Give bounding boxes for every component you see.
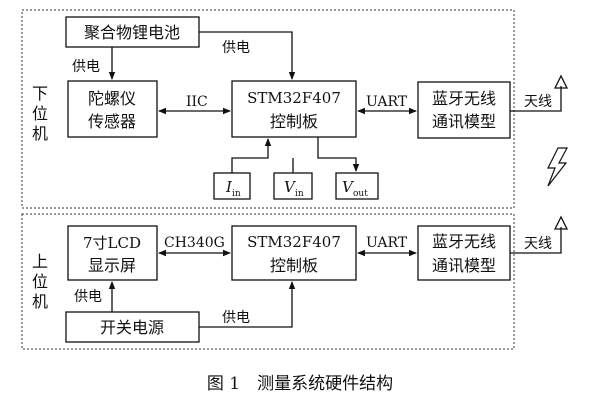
svg-text:位: 位	[32, 104, 48, 123]
svg-text:位: 位	[32, 272, 48, 291]
svg-text:控制板: 控制板	[270, 112, 318, 131]
upper-machine-frame	[21, 213, 515, 350]
upper-antenna-line	[510, 227, 562, 254]
battery-gyro-power-label: 供电	[72, 59, 100, 75]
svg-text:in: in	[232, 189, 241, 199]
svg-text:I: I	[225, 178, 233, 196]
svg-text:陀螺仪: 陀螺仪	[88, 89, 136, 108]
upper-bluetooth-box: 蓝牙无线 通讯模型	[417, 225, 511, 281]
svg-text:V: V	[284, 178, 297, 196]
upper-mcu-box: STM32F407 控制板	[231, 225, 357, 281]
figure-caption: 图 1 测量系统硬件结构	[207, 374, 393, 394]
svg-text:控制板: 控制板	[270, 256, 318, 275]
svg-text:下: 下	[32, 84, 48, 103]
svg-text:7寸LCD: 7寸LCD	[83, 234, 141, 252]
upper-antenna-icon	[553, 215, 569, 230]
lower-antenna-label: 天线	[524, 94, 552, 110]
battery-to-mcu-arrow	[199, 31, 296, 80]
lower-machine-frame	[21, 9, 515, 209]
battery-mcu-power-label: 供电	[222, 40, 250, 56]
switch-power-supply-box: 开关电源	[65, 311, 200, 343]
svg-text:STM32F407: STM32F407	[247, 89, 341, 107]
svg-text:out: out	[353, 189, 368, 199]
lightning-bolt-icon	[547, 147, 568, 187]
upper-antenna-label: 天线	[524, 236, 552, 252]
mcu-to-vout-arrow	[317, 137, 360, 172]
lower-antenna-icon	[553, 74, 569, 89]
svg-text:STM32F407: STM32F407	[247, 233, 341, 251]
svg-text:通讯模型: 通讯模型	[432, 256, 496, 275]
vout-box: V out	[335, 172, 379, 200]
lower-machine-label: 下 位 机	[32, 84, 48, 143]
svg-text:聚合物锂电池: 聚合物锂电池	[84, 23, 180, 42]
vin-box: V in	[273, 172, 313, 200]
lcd-display-box: 7寸LCD 显示屏	[67, 225, 158, 281]
svg-text:通讯模型: 通讯模型	[432, 112, 496, 131]
lower-antenna-line	[510, 86, 562, 112]
svg-text:机: 机	[32, 292, 48, 311]
svg-text:蓝牙无线: 蓝牙无线	[432, 232, 496, 251]
gyro-sensor-box: 陀螺仪 传感器	[67, 80, 158, 138]
psu-mcu-power-label: 供电	[222, 310, 250, 326]
svg-text:传感器: 传感器	[88, 112, 136, 131]
svg-text:显示屏: 显示屏	[88, 256, 136, 275]
lower-bluetooth-box: 蓝牙无线 通讯模型	[417, 81, 511, 139]
lower-mcu-box: STM32F407 控制板	[231, 80, 357, 138]
psu-to-mcu-arrow	[199, 281, 296, 328]
upper-uart-label: UART	[366, 235, 408, 251]
svg-text:V: V	[342, 178, 355, 196]
iin-to-mcu-arrow	[231, 138, 272, 173]
upper-machine-label: 上 位 机	[32, 252, 48, 311]
svg-text:机: 机	[32, 124, 48, 143]
svg-text:in: in	[295, 189, 304, 199]
svg-text:上: 上	[32, 252, 48, 271]
psu-lcd-power-label: 供电	[74, 289, 102, 305]
iic-label: IIC	[186, 94, 208, 110]
svg-text:开关电源: 开关电源	[100, 318, 164, 337]
lower-uart-label: UART	[366, 94, 408, 110]
iin-box: I in	[213, 172, 251, 200]
ch340g-label: CH340G	[164, 235, 225, 251]
battery-box: 聚合物锂电池	[65, 16, 200, 48]
svg-text:蓝牙无线: 蓝牙无线	[432, 89, 496, 108]
